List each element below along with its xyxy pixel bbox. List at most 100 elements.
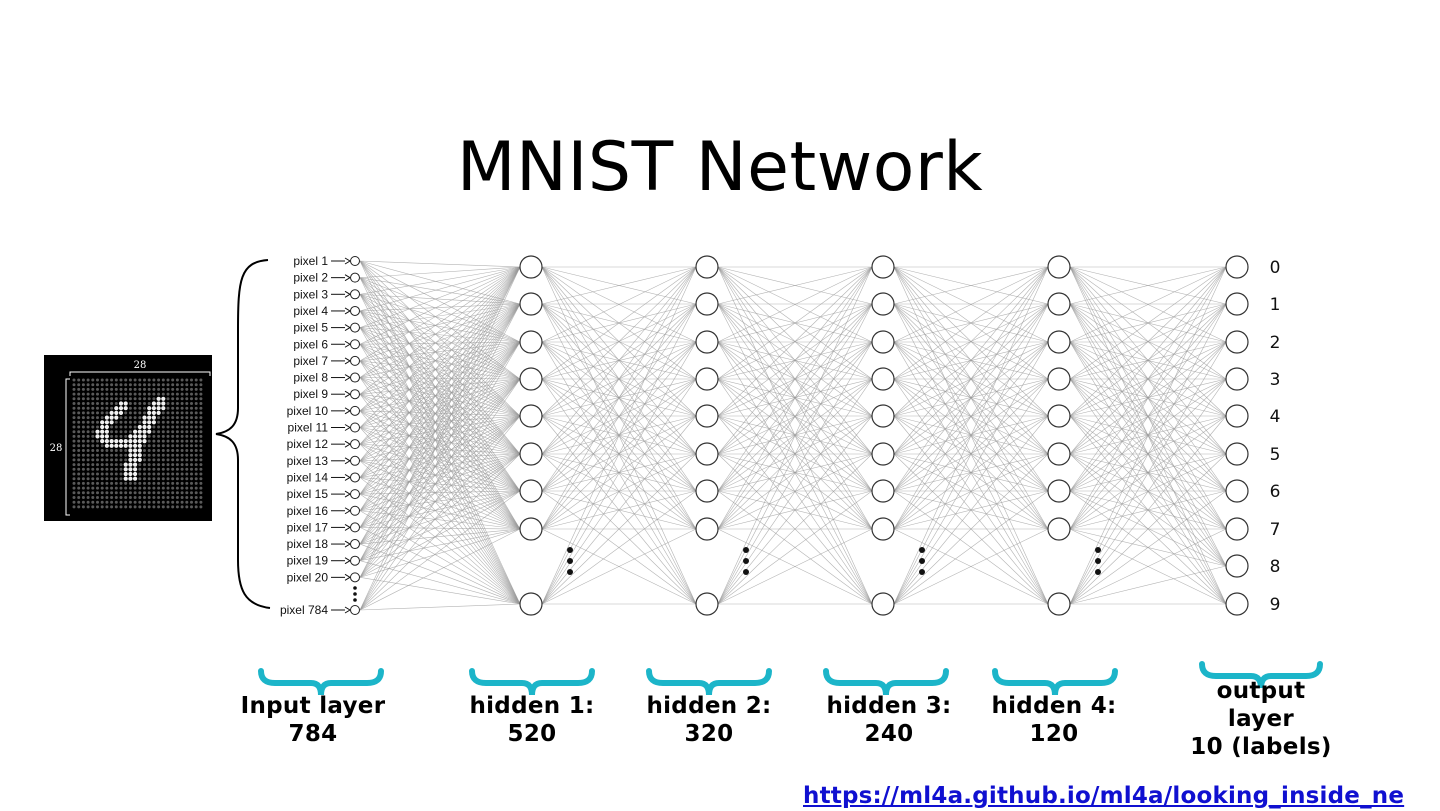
- input-layer-size: 784: [213, 720, 413, 748]
- hidden-node: [520, 593, 542, 615]
- hidden-node: [520, 518, 542, 540]
- input-pixel-labels: pixel 1 pixel 2 pixel 3 pixel 4 pixel 5 pixel…: [280, 254, 350, 617]
- pixel-label: pixel 1: [293, 254, 328, 268]
- hidden-node: [872, 593, 894, 615]
- output-node: [1226, 405, 1248, 427]
- pixel-label: pixel 17: [287, 520, 329, 534]
- pixel-label: pixel 12: [287, 437, 329, 451]
- output-node: [1226, 480, 1248, 502]
- input-node: [351, 456, 360, 465]
- input-node: [351, 540, 360, 549]
- hidden-node: [872, 293, 894, 315]
- output-node: [1226, 331, 1248, 353]
- input-node: [351, 373, 360, 382]
- input-node: [351, 257, 360, 266]
- input-brace: [216, 260, 270, 608]
- output-node: [1226, 593, 1248, 615]
- hidden-node: [520, 293, 542, 315]
- hidden-node: [1048, 443, 1070, 465]
- hidden-node: [872, 368, 894, 390]
- pixel-label: pixel 18: [287, 537, 329, 551]
- input-layer-name: Input layer: [213, 692, 413, 720]
- hidden-node: [1048, 405, 1070, 427]
- hidden1-name: hidden 1:: [432, 692, 632, 720]
- hidden-node: [1048, 593, 1070, 615]
- hidden-node: [696, 518, 718, 540]
- network-nodes: [351, 256, 1249, 615]
- input-node: [351, 606, 360, 615]
- hidden-node: [520, 405, 542, 427]
- hidden4-name: hidden 4:: [954, 692, 1154, 720]
- hidden-node: [520, 368, 542, 390]
- hidden2-name: hidden 2:: [609, 692, 809, 720]
- input-node: [351, 340, 360, 349]
- output-node: [1226, 518, 1248, 540]
- hidden-node: [872, 443, 894, 465]
- output-digit-label: 6: [1270, 482, 1281, 502]
- hidden-node: [1048, 256, 1070, 278]
- pixel-label: pixel 5: [293, 321, 328, 335]
- input-node: [351, 573, 360, 582]
- hidden-ellipsis-dot: [567, 558, 573, 564]
- hidden-node: [696, 256, 718, 278]
- source-link[interactable]: https://ml4a.github.io/ml4a/looking_insi…: [803, 783, 1404, 809]
- hidden4-size: 120: [954, 720, 1154, 748]
- output-layer-word: layer: [1161, 705, 1361, 733]
- output-digit-label: 3: [1270, 370, 1281, 390]
- hidden-node: [520, 480, 542, 502]
- hidden-ellipsis-dot: [919, 569, 925, 575]
- output-digit-label: 5: [1270, 445, 1281, 465]
- hidden-node: [1048, 368, 1070, 390]
- hidden-ellipsis-dot: [1095, 547, 1101, 553]
- input-node: [351, 390, 360, 399]
- input-node: [351, 406, 360, 415]
- input-layer-label: Input layer 784: [213, 692, 413, 748]
- pixel-label: pixel 14: [287, 470, 329, 484]
- pixel-label: pixel 19: [287, 554, 329, 568]
- hidden-node: [696, 293, 718, 315]
- hidden-node: [1048, 480, 1070, 502]
- pixel-label: pixel 15: [287, 487, 329, 501]
- pixel-label: pixel 11: [288, 421, 329, 435]
- hidden-ellipsis-dot: [1095, 569, 1101, 575]
- hidden-ellipsis-dot: [743, 569, 749, 575]
- hidden-node: [1048, 293, 1070, 315]
- pixel-label-last: pixel 784: [280, 603, 328, 617]
- output-node: [1226, 443, 1248, 465]
- pixel-label: pixel 6: [293, 337, 328, 351]
- hidden-node: [696, 593, 718, 615]
- pixel-label: pixel 13: [287, 454, 329, 468]
- hidden-ellipsis-dot: [567, 547, 573, 553]
- input-node: [351, 506, 360, 515]
- input-node: [351, 440, 360, 449]
- input-node: [351, 423, 360, 432]
- hidden-node: [520, 331, 542, 353]
- hidden-ellipsis-dot: [1095, 558, 1101, 564]
- input-node: [351, 523, 360, 532]
- pixel-label: pixel 8: [293, 371, 328, 385]
- output-node: [1226, 555, 1248, 577]
- input-ellipsis-dot: [353, 592, 357, 596]
- pixel-label: pixel 16: [287, 504, 329, 518]
- pixel-label: pixel 20: [287, 570, 329, 584]
- hidden-node: [696, 480, 718, 502]
- input-node: [351, 473, 360, 482]
- input-ellipsis-dot: [353, 598, 357, 602]
- hidden-node: [520, 256, 542, 278]
- pixel-label: pixel 10: [287, 404, 329, 418]
- output-node: [1226, 368, 1248, 390]
- hidden-node: [872, 405, 894, 427]
- pixel-label: pixel 3: [293, 287, 328, 301]
- output-digit-label: 4: [1270, 407, 1281, 427]
- input-node: [351, 273, 360, 282]
- input-node: [351, 290, 360, 299]
- hidden-node: [872, 331, 894, 353]
- input-node: [351, 306, 360, 315]
- output-digit-label: 0: [1270, 258, 1281, 278]
- output-node: [1226, 256, 1248, 278]
- pixel-label: pixel 2: [293, 271, 328, 285]
- hidden4-label: hidden 4: 120: [954, 692, 1154, 748]
- input-node: [351, 556, 360, 565]
- hidden2-label: hidden 2: 320: [609, 692, 809, 748]
- pixel-label: pixel 4: [293, 304, 328, 318]
